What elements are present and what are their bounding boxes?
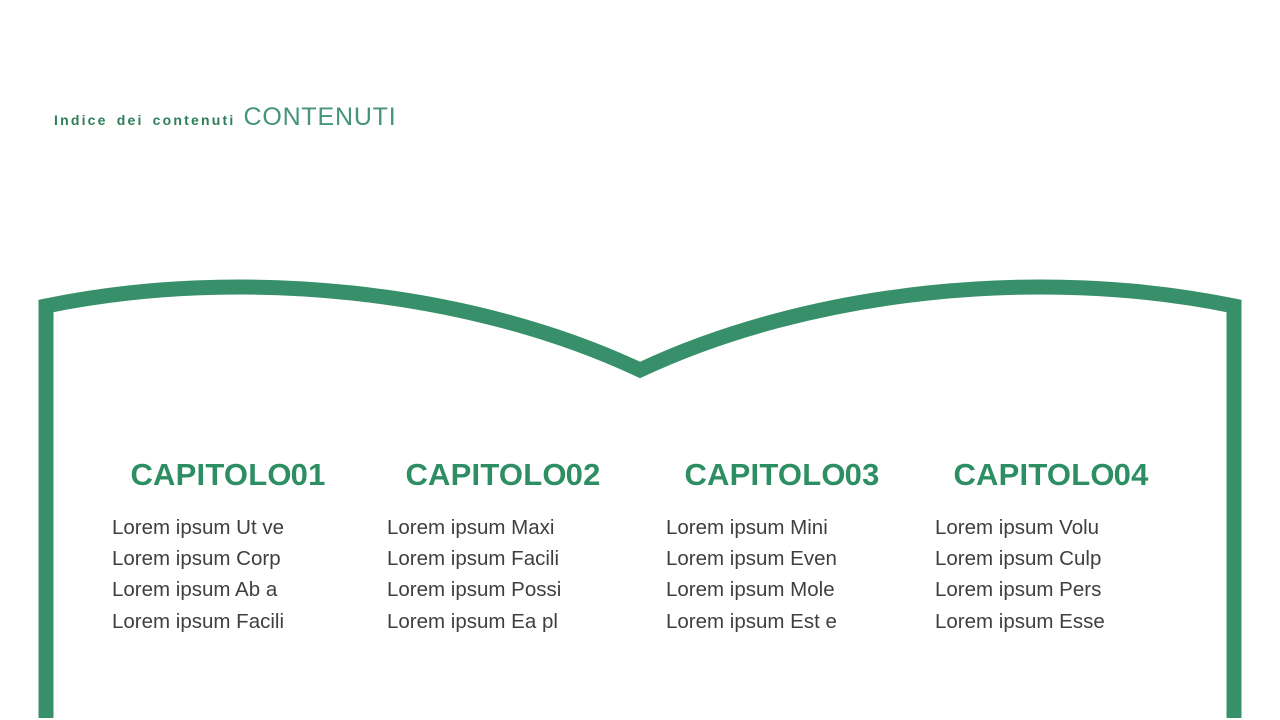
chapter-item: Lorem ipsum Mole [666,578,835,602]
chapter-item-list: Lorem ipsum Ut ve Lorem ipsum Corp Lorem… [110,512,346,637]
chapter-heading: CAPITOLO04 [933,457,1169,493]
chapter-column-1: CAPITOLO01 Lorem ipsum Ut ve Lorem ipsum… [110,457,346,637]
eyebrow-title: Indice dei contenuti [54,112,236,128]
chapter-item: Lorem ipsum Esse [935,609,1105,633]
chapter-item: Lorem ipsum Facili [387,547,560,571]
chapter-heading: CAPITOLO02 [385,457,621,493]
chapter-item: Lorem ipsum Possi [387,578,562,602]
chapter-item: Lorem ipsum Ab a [112,578,278,602]
chapter-item: Lorem ipsum Pers [935,578,1102,602]
chapter-item: Lorem ipsum Volu [935,516,1100,539]
chapter-item: Lorem ipsum Maxi [387,516,555,539]
chapter-number: 04 [1113,457,1149,492]
chapter-heading-label: CAPITOLO [405,457,567,492]
chapter-item: Lorem ipsum Ut ve [112,516,285,539]
chapter-number: 03 [844,457,880,492]
chapter-heading-label: CAPITOLO [130,457,292,492]
chapter-item: Lorem ipsum Even [666,547,837,571]
chapter-heading-label: CAPITOLO [953,457,1115,492]
chapter-item: Lorem ipsum Facili [112,609,285,633]
chapter-number: 02 [565,457,601,492]
chapter-heading-label: CAPITOLO [684,457,846,492]
chapter-heading: CAPITOLO01 [110,457,346,493]
chapter-item: Lorem ipsum Est e [666,609,837,633]
chapter-column-4: CAPITOLO04 Lorem ipsum Volu Lorem ipsum … [933,457,1169,637]
chapter-item: Lorem ipsum Mini [666,516,828,539]
chapter-item-list: Lorem ipsum Mini Lorem ipsum Even Lorem … [664,512,900,637]
chapter-item: Lorem ipsum Corp [112,547,281,571]
chapter-number: 01 [290,457,326,492]
chapter-item-list: Lorem ipsum Maxi Lorem ipsum Facili Lore… [385,512,621,637]
chapter-item-list: Lorem ipsum Volu Lorem ipsum Culp Lorem … [933,512,1169,637]
chapter-heading: CAPITOLO03 [664,457,900,493]
chapter-column-2: CAPITOLO02 Lorem ipsum Maxi Lorem ipsum … [385,457,621,637]
book-outline-path [38,279,1242,718]
page-title: CONTENUTI [243,103,397,131]
chapter-item: Lorem ipsum Culp [935,547,1102,571]
chapter-column-3: CAPITOLO03 Lorem ipsum Mini Lorem ipsum … [664,457,900,637]
slide-header: Indice dei contenuti CONTENUTI [54,103,397,132]
chapter-item: Lorem ipsum Ea pl [387,609,558,633]
